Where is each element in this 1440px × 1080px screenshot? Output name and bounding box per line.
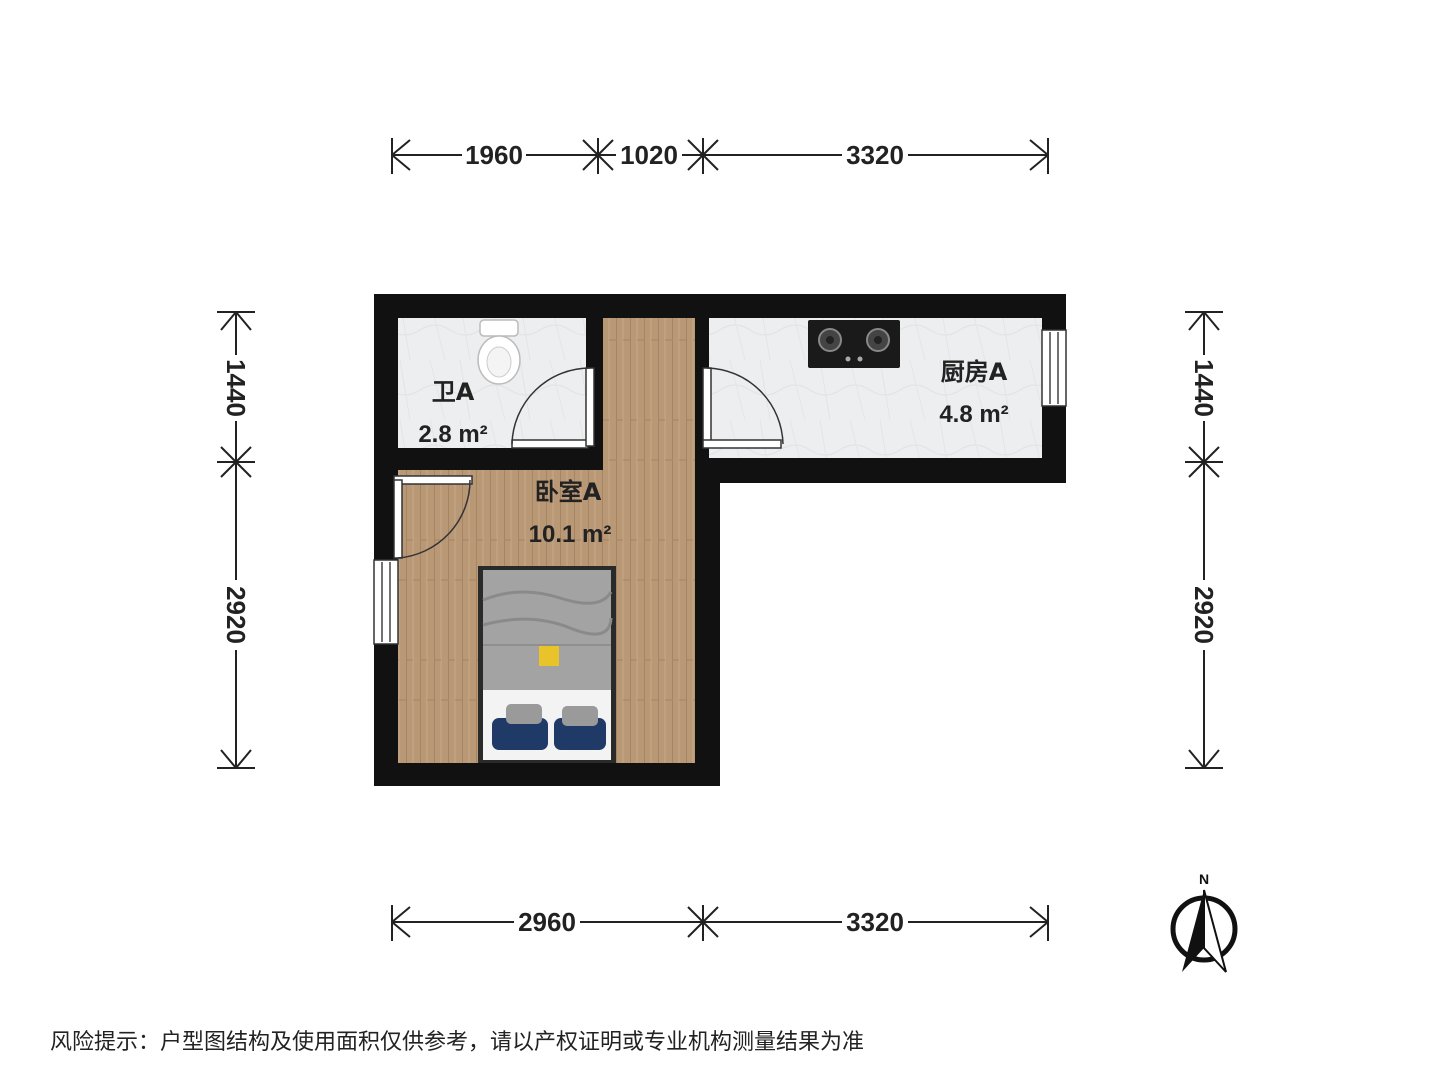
kitchen-window <box>1041 329 1067 407</box>
bedroom-label: 卧室A <box>535 478 602 506</box>
kitchen-label: 厨房A <box>941 358 1008 386</box>
toilet-icon <box>477 319 521 385</box>
top-dimension-line: 1960 1020 3320 <box>391 138 1049 174</box>
bed-icon <box>478 566 616 763</box>
top-dim-3: 3320 <box>846 140 904 170</box>
disclaimer-text: 风险提示：户型图结构及使用面积仅供参考，请以产权证明或专业机构测量结果为准 <box>50 1030 865 1055</box>
right-dim-1: 1440 <box>1189 359 1219 417</box>
bottom-dim-2: 3320 <box>846 907 904 937</box>
bathroom-label: 卫A <box>432 378 475 406</box>
top-dim-2: 1020 <box>620 140 678 170</box>
bathroom-door <box>511 367 595 449</box>
bedroom-door <box>393 475 473 559</box>
bottom-dim-1: 2960 <box>518 907 576 937</box>
north-label: N <box>1199 871 1209 887</box>
bottom-dimension-line: 2960 3320 <box>391 905 1049 941</box>
left-dim-1: 1440 <box>221 359 251 417</box>
right-dim-2: 2920 <box>1189 586 1219 644</box>
bedroom-area: 10.1 m² <box>529 521 612 548</box>
bedroom-window <box>373 559 399 645</box>
left-dim-2: 2920 <box>221 586 251 644</box>
right-dimension-line: 1440 2920 <box>1185 311 1223 769</box>
bathroom-area: 2.8 m² <box>418 421 487 448</box>
left-dimension-line: 1440 2920 <box>217 311 255 769</box>
kitchen-area: 4.8 m² <box>939 401 1008 428</box>
north-arrow-icon: N <box>1170 871 1238 973</box>
gas-stove-icon <box>808 320 900 368</box>
kitchen-door <box>702 367 784 449</box>
top-dim-1: 1960 <box>465 140 523 170</box>
